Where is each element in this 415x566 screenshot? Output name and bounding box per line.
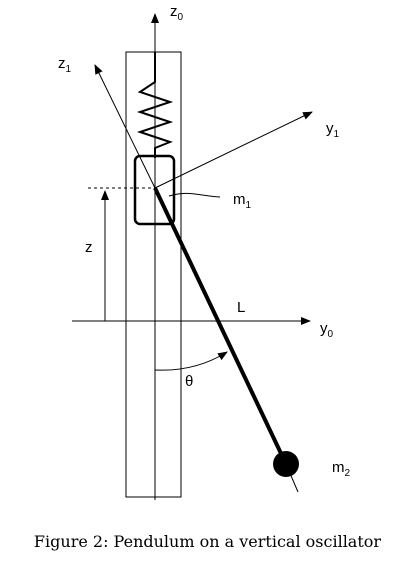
y1-axis	[154, 111, 313, 189]
theta-arc	[154, 351, 228, 371]
pendulum-rod	[153, 187, 288, 465]
spring	[136, 52, 174, 158]
figure-caption: Figure 2: Pendulum on a vertical oscilla…	[33, 532, 382, 551]
y1-label: y1	[326, 120, 340, 140]
theta-label: θ	[185, 373, 193, 390]
z-label: z	[85, 239, 93, 256]
L-label: L	[237, 299, 245, 316]
pendulum-diagram: z0 z1 y1 m1 z L y0 θ m2	[58, 3, 351, 500]
m1-leader-line	[168, 192, 221, 198]
y0-label: y0	[320, 320, 334, 340]
z1-label: z1	[58, 55, 72, 75]
m1-label: m1	[233, 191, 252, 211]
z0-label: z0	[170, 3, 184, 23]
mass-m1-block	[133, 154, 176, 226]
z1-axis	[94, 64, 156, 189]
mass-m2	[273, 451, 299, 477]
m2-label: m2	[332, 459, 351, 479]
guide-rail	[125, 51, 182, 498]
